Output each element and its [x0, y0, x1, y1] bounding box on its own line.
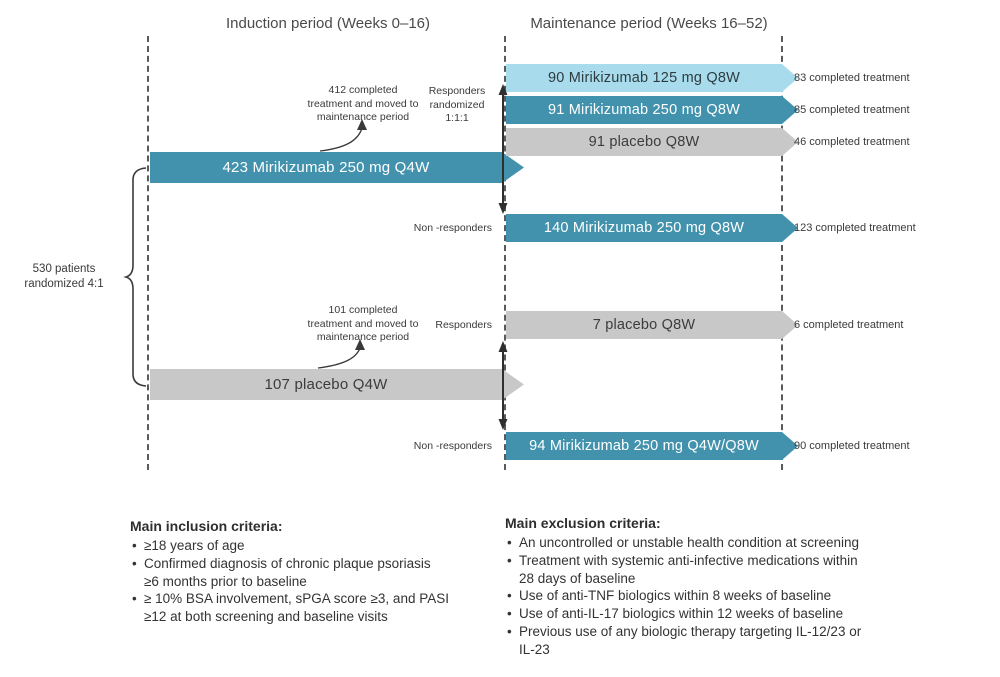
completed-label-6: 90 completed treatment: [794, 440, 910, 452]
bullet-icon: •: [507, 624, 512, 640]
week16-dashed-line: [504, 36, 506, 470]
inclusion-criteria-title: Main inclusion criteria:: [130, 518, 283, 534]
randomization-label: 530 patients randomized 4:1: [24, 263, 104, 290]
exclusion-item: • Use of anti-IL-17 biologics within 12 …: [507, 606, 844, 622]
exclusion-criteria-block: Main exclusion criteria: • An uncontroll…: [505, 515, 930, 659]
maintenance-arm-placebo-q8w-label: 91 placebo Q8W: [588, 134, 700, 150]
maintenance-arm-q4w-q8w: 94 Mirikizumab 250 mg Q4W/Q8W: [506, 432, 798, 460]
maintenance-arm-miri250-label: 91 Mirikizumab 250 mg Q8W: [548, 102, 740, 118]
bullet-icon: •: [507, 588, 512, 604]
inclusion-criteria-block: Main inclusion criteria: • ≥18 years of …: [130, 518, 500, 626]
induction-period-header: Induction period (Weeks 0–16): [225, 15, 430, 32]
maintenance-arm-placebo7-label: 7 placebo Q8W: [592, 317, 696, 333]
week52-dashed-line: [781, 36, 783, 470]
completed-label-5: 6 completed treatment: [794, 319, 904, 331]
note-non-responders-bottom: Non -responders: [413, 440, 492, 452]
induction-arm-placebo: 107 placebo Q4W: [150, 369, 524, 400]
completed-label-4: 123 completed treatment: [794, 222, 916, 234]
inclusion-item: • ≥18 years of age: [132, 538, 245, 553]
note-non-responders-top: Non -responders: [413, 222, 492, 234]
bullet-icon: •: [507, 535, 512, 550]
exclusion-item: • Previous use of any biologic therapy t…: [507, 624, 862, 657]
note-responders-randomized: Responders randomized 1:1:1: [428, 85, 486, 125]
exclusion-criteria-title: Main exclusion criteria:: [505, 515, 661, 531]
maintenance-arm-miri250: 91 Mirikizumab 250 mg Q8W: [506, 96, 798, 124]
note-412-completed: 412 completed treatment and moved to mai…: [307, 84, 419, 124]
bullet-icon: •: [132, 591, 137, 607]
inclusion-item: • Confirmed diagnosis of chronic plaque …: [132, 555, 431, 589]
randomization-bracket: [123, 167, 147, 387]
maintenance-period-header: Maintenance period (Weeks 16–52): [530, 15, 768, 32]
note-responders: Responders: [435, 319, 492, 331]
inclusion-item: • ≥ 10% BSA involvement, sPGA score ≥3, …: [132, 591, 449, 625]
bullet-icon: •: [507, 606, 512, 622]
bullet-icon: •: [507, 552, 512, 568]
maintenance-arm-nonresp-miri250-label: 140 Mirikizumab 250 mg Q8W: [543, 220, 745, 236]
maintenance-arm-miri125-label: 90 Mirikizumab 125 mg Q8W: [548, 70, 740, 86]
maintenance-arm-q4w-q8w-label: 94 Mirikizumab 250 mg Q4W/Q8W: [529, 438, 759, 454]
induction-arm-mirikizumab-label: 423 Mirikizumab 250 mg Q4W: [222, 159, 430, 176]
exclusion-item: • An uncontrolled or unstable health con…: [507, 535, 859, 550]
bullet-icon: •: [132, 555, 137, 571]
completed-label-1: 83 completed treatment: [794, 72, 910, 84]
completed-label-2: 85 completed treatment: [794, 104, 910, 116]
induction-start-dashed-line: [147, 36, 149, 470]
induction-arm-placebo-label: 107 placebo Q4W: [264, 376, 388, 393]
induction-arm-mirikizumab: 423 Mirikizumab 250 mg Q4W: [150, 152, 524, 183]
exclusion-item: • Use of anti-TNF biologics within 8 wee…: [507, 588, 832, 604]
maintenance-arm-miri125: 90 Mirikizumab 125 mg Q8W: [506, 64, 798, 92]
bullet-icon: •: [132, 538, 137, 553]
maintenance-arm-placebo-q8w: 91 placebo Q8W: [506, 128, 798, 156]
exclusion-item: • Treatment with systemic anti-infective…: [507, 552, 858, 586]
maintenance-arm-placebo7: 7 placebo Q8W: [506, 311, 798, 339]
note-101-completed: 101 completed treatment and moved to mai…: [307, 304, 419, 344]
maintenance-arm-nonresp-miri250: 140 Mirikizumab 250 mg Q8W: [506, 214, 798, 242]
completed-label-3: 46 completed treatment: [794, 136, 910, 148]
